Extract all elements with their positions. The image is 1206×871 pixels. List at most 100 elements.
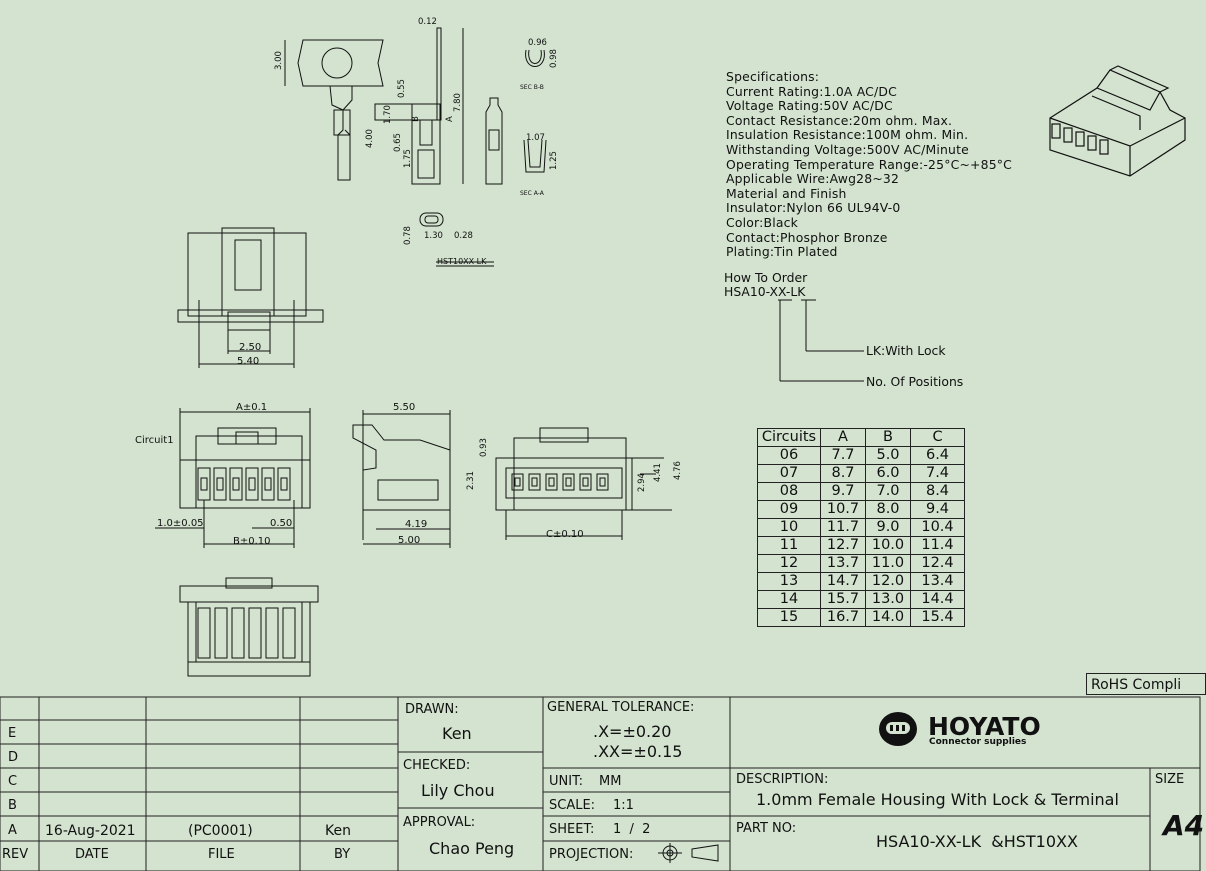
checked-label: CHECKED: — [403, 758, 470, 773]
spec-line: Voltage Rating:50V AC/DC — [726, 98, 893, 114]
table-cell: 14.7 — [820, 572, 866, 591]
file-header: FILE — [208, 847, 235, 862]
dim-078: 0.78 — [403, 226, 413, 245]
table-cell: 11.4 — [910, 536, 965, 555]
dim-170: 1.70 — [383, 105, 393, 124]
projection-symbol-icon — [658, 843, 719, 863]
terminal-end-view — [419, 212, 494, 267]
size-value: A4 — [1161, 809, 1204, 842]
dim-441: 4.41 — [653, 463, 663, 482]
scale-label: SCALE: — [549, 798, 595, 813]
table-cell: 11.0 — [865, 554, 911, 573]
dim-550: 5.50 — [393, 402, 415, 413]
tolerance-label: GENERAL TOLERANCE: — [547, 700, 694, 715]
contact-pin — [280, 477, 288, 491]
cavity-cell — [213, 467, 227, 501]
dim-476: 4.76 — [673, 461, 683, 480]
dim-096: 0.96 — [528, 38, 547, 48]
dim-294: 2.94 — [637, 473, 647, 492]
table-cell: 6.4 — [910, 446, 965, 465]
dim-a: A±0.1 — [236, 402, 267, 413]
positions-label: No. Of Positions — [866, 374, 964, 389]
table-cell: 15.4 — [910, 608, 965, 627]
unit-label: UNIT: — [549, 774, 583, 789]
cavity-cell — [261, 467, 275, 501]
cavity-cell — [579, 473, 592, 491]
table-cell: 9.4 — [910, 500, 965, 519]
rev-a-date: 16-Aug-2021 — [45, 823, 136, 839]
cavity-cell — [596, 473, 609, 491]
order-code: HSA10-XX-LK — [724, 284, 806, 299]
rev-a-by: Ken — [325, 823, 351, 839]
dim-050: 0.50 — [270, 518, 292, 529]
table-cell: 12.0 — [865, 572, 911, 591]
table-cell: 8.4 — [910, 482, 965, 501]
table-cell: 12 — [757, 554, 821, 573]
dim-300: 3.00 — [274, 51, 284, 70]
date-header: DATE — [75, 847, 109, 862]
table-cell: 12.4 — [910, 554, 965, 573]
circuit1-label: Circuit1 — [135, 435, 174, 446]
spec-line: Contact Resistance:20m ohm. Max. — [726, 112, 953, 128]
table-cell: 07 — [757, 464, 821, 483]
dim-012: 0.12 — [418, 17, 437, 27]
rev-letter-c: C — [8, 774, 17, 789]
rev-letter-a: A — [8, 823, 17, 838]
dim-125: 1.25 — [549, 151, 559, 170]
contact-pin — [514, 477, 521, 487]
dim-107: 1.07 — [526, 133, 545, 143]
cavity-cell — [528, 473, 541, 491]
drawn-name: Ken — [442, 724, 472, 743]
scale-value: 1:1 — [613, 798, 634, 813]
spec-line: Applicable Wire:Awg28~32 — [726, 171, 900, 187]
title-block-grid — [0, 696, 1201, 871]
approval-name: Chao Peng — [429, 839, 514, 858]
spec-line: Operating Temperature Range:-25°C~+85°C — [726, 156, 1013, 172]
terminal-part-label: HST10XX-LK — [437, 257, 487, 266]
table-cell: 13.4 — [910, 572, 965, 591]
dim-250: 2.50 — [239, 342, 261, 353]
dim-130: 1.30 — [424, 231, 443, 241]
cavity-cell — [229, 467, 243, 501]
cavity-cell — [197, 467, 211, 501]
dim-055: 0.55 — [397, 79, 407, 98]
terminal-front-view — [485, 97, 503, 185]
dim-400: 4.00 — [365, 129, 375, 148]
wire-slot — [265, 607, 279, 659]
housing-back-cells — [511, 473, 609, 491]
spec-line: Withstanding Voltage:500V AC/Minute — [726, 141, 969, 157]
table-cell: 6.0 — [865, 464, 911, 483]
housing-side-view — [352, 410, 451, 548]
housing-top-view — [177, 227, 324, 368]
housing-bottom-slots — [197, 607, 296, 659]
table-cell: 8.7 — [820, 464, 866, 483]
wire-slot — [248, 607, 262, 659]
cavity-cell — [562, 473, 575, 491]
terminal-side-view — [374, 27, 464, 185]
table-cell: 14 — [757, 590, 821, 609]
table-cell: 5.0 — [865, 446, 911, 465]
section-a-a — [523, 139, 547, 173]
spec-line: Insulator:Nylon 66 UL94V-0 — [726, 200, 901, 216]
contact-pin — [232, 477, 240, 491]
table-cell: 10 — [757, 518, 821, 537]
table-cell: 9.7 — [820, 482, 866, 501]
dim-065: 0.65 — [393, 133, 403, 152]
wire-slot — [197, 607, 211, 659]
cavity-cell — [277, 467, 291, 501]
table-header-row: Circuits A B C — [757, 428, 965, 447]
table-cell: 13.0 — [865, 590, 911, 609]
table-cell: 14.4 — [910, 590, 965, 609]
cavity-cell — [545, 473, 558, 491]
spec-line: Current Rating:1.0A AC/DC — [726, 83, 897, 99]
projection-label: PROJECTION: — [549, 847, 633, 862]
table-cell: 12.7 — [820, 536, 866, 555]
contact-pin — [548, 477, 555, 487]
